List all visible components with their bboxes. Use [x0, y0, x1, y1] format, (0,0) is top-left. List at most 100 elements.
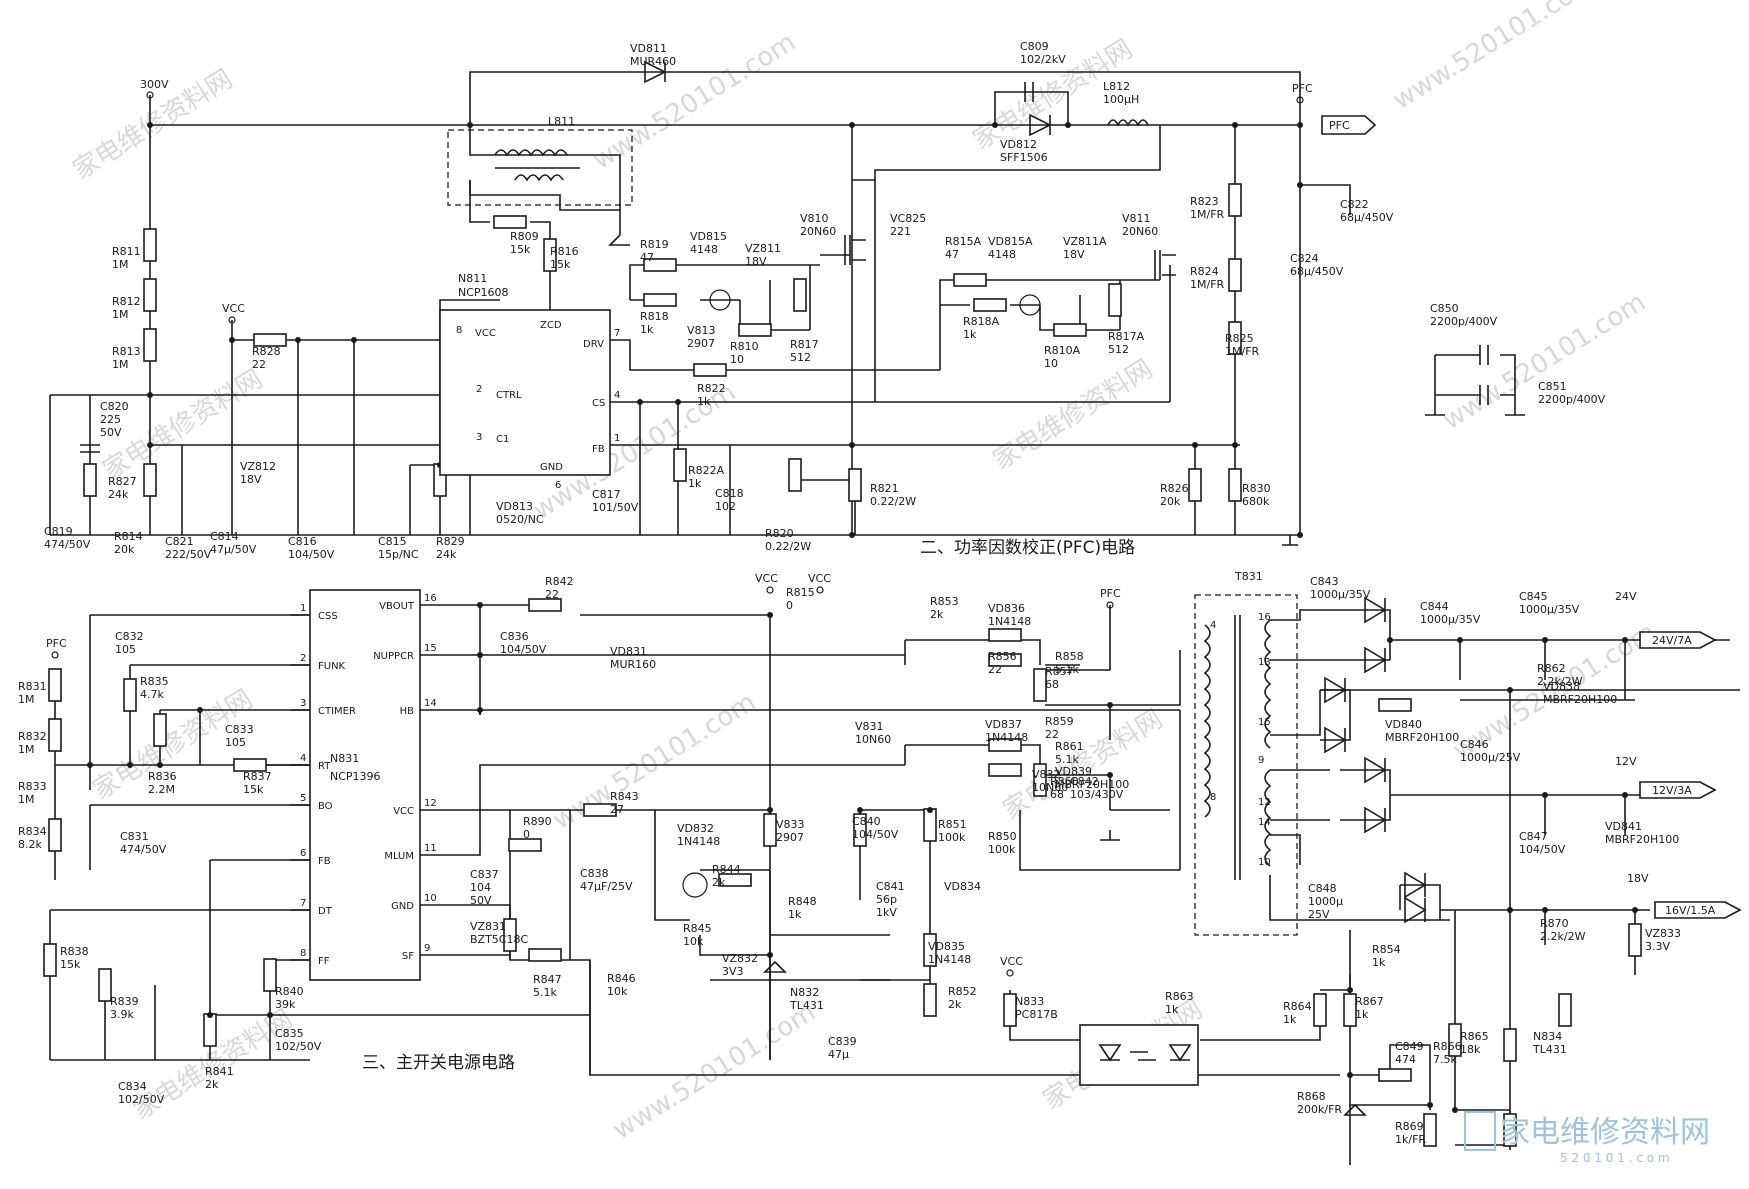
n831-pin-num: 7 [300, 898, 306, 909]
n831-pin-num: 3 [300, 698, 306, 709]
part-value: 102/2kV [1020, 53, 1066, 66]
resistor-body [848, 468, 862, 502]
part-ref: VC825 [890, 212, 926, 225]
part-value: MUR160 [610, 658, 656, 671]
part-value: 102 [715, 500, 736, 513]
part-value: 1N4148 [677, 835, 720, 848]
junction-dot [229, 337, 235, 343]
n831-pin-name: MLUM [384, 851, 414, 862]
part-value: 1000μ [1308, 895, 1343, 908]
part-value: 105 [225, 736, 246, 749]
part-value: 1k [1372, 956, 1386, 969]
part-value: MBRF20H100 [1605, 833, 1679, 846]
n831-pin-num: 6 [300, 848, 306, 859]
part-ref: VZ811A [1063, 235, 1107, 248]
part-value: 22 [545, 588, 559, 601]
part-ref: R868 [1297, 1090, 1326, 1103]
part-value: 2k [712, 876, 726, 889]
resistor-body [988, 653, 1022, 667]
junction-dot [1297, 182, 1303, 188]
resistor-body [153, 713, 167, 747]
junction-dot [147, 122, 153, 128]
part-ref: R836 [148, 770, 177, 783]
part-value: 18V [240, 473, 262, 486]
junction-dot [147, 442, 153, 448]
part-value: SFF1506 [1000, 151, 1048, 164]
net-labels: 300V VCC PFC PFC PFC VCC VCC PFC VCC 24V… [46, 78, 1716, 977]
part-value: 1k [1283, 1013, 1297, 1026]
n831-pin-name: VBOUT [379, 601, 415, 612]
resistor-body [528, 598, 562, 612]
part-ref: V810 [800, 212, 829, 225]
junction-dot [1232, 122, 1238, 128]
part-ref: R847 [533, 973, 562, 986]
part-ref: R867 [1355, 995, 1384, 1008]
net-12v: 12V [1615, 755, 1637, 768]
n831-pin-num: 2 [300, 653, 306, 664]
part-value: 20N60 [800, 225, 836, 238]
part-value: 1k [788, 908, 802, 921]
part-value: 102/50V [275, 1040, 322, 1053]
part-value: TL431 [1532, 1043, 1567, 1056]
part-ref: R826 [1160, 482, 1189, 495]
part-value: 4148 [690, 243, 718, 256]
part-ref: C844 [1420, 600, 1449, 613]
part-value: 221 [890, 225, 911, 238]
part-value: 512 [790, 351, 811, 364]
watermark-text: www.520101.com [1438, 287, 1651, 436]
part-value: 2.2M [148, 783, 175, 796]
part-ref: R890 [523, 815, 552, 828]
resistor-body [1108, 283, 1122, 317]
part-ref: VZ833 [1645, 927, 1681, 940]
part-ref: R865 [1460, 1030, 1489, 1043]
resistor-body [1558, 993, 1572, 1027]
resistor-body [233, 758, 267, 772]
n831-pin-name: FUNK [318, 661, 346, 672]
part-value: 15k [60, 958, 81, 971]
part-ref: C841 [876, 880, 905, 893]
junction-dot [849, 122, 855, 128]
n831-pin-name: FF [318, 956, 330, 967]
part-value: 10N60 [855, 733, 891, 746]
part-value: 474/50V [120, 843, 167, 856]
resistor-body [1343, 993, 1357, 1027]
transformer-pin-num: 14 [1258, 817, 1271, 828]
junction-dot [477, 707, 483, 713]
resistor-body [973, 298, 1007, 312]
part-ref: R869 [1395, 1120, 1424, 1133]
part-value: 56p [876, 893, 897, 906]
part-ref: C820 [100, 400, 129, 413]
ic-n831-body [309, 589, 421, 981]
part-ref: C846 [1460, 738, 1489, 751]
junction-dot [1427, 1102, 1433, 1108]
pin-name: VCC [475, 328, 496, 339]
part-ref: R833 [18, 780, 47, 793]
part-ref: R866 [1433, 1040, 1462, 1053]
part-ref: VZ832 [722, 952, 758, 965]
part-value: 101/50V [592, 501, 639, 514]
junction-dot [1507, 907, 1513, 913]
pfc-section-title: 二、功率因数校正(PFC)电路 [920, 538, 1135, 558]
junction-dot [1107, 702, 1113, 708]
pin-name: GND [540, 462, 563, 473]
output-flag-16v [1654, 901, 1742, 919]
junction-dot [1387, 637, 1393, 643]
part-ref: R864 [1283, 1000, 1312, 1013]
part-ref: VD811 [630, 42, 667, 55]
output-24v-label: 24V/7A [1652, 634, 1692, 647]
resistor-body [988, 628, 1022, 642]
n831-pin-num: 10 [424, 893, 437, 904]
junction-dot [1457, 637, 1463, 643]
part-ref: VZ811 [745, 242, 781, 255]
ic-n831-ref: N831 [330, 752, 359, 765]
part-ref: R858 [1055, 650, 1084, 663]
resistor-body [1053, 323, 1087, 337]
part-value2: 25V [1308, 908, 1330, 921]
part-value: 1N4148 [928, 953, 971, 966]
transformer-pin-num: 10 [1258, 857, 1271, 868]
part-ref: C849 [1395, 1040, 1424, 1053]
junction-dot [1507, 687, 1513, 693]
part-ref: VD837 [985, 718, 1022, 731]
part-value: 7.5k [1433, 1053, 1457, 1066]
part-ref: C839 [828, 1035, 857, 1048]
